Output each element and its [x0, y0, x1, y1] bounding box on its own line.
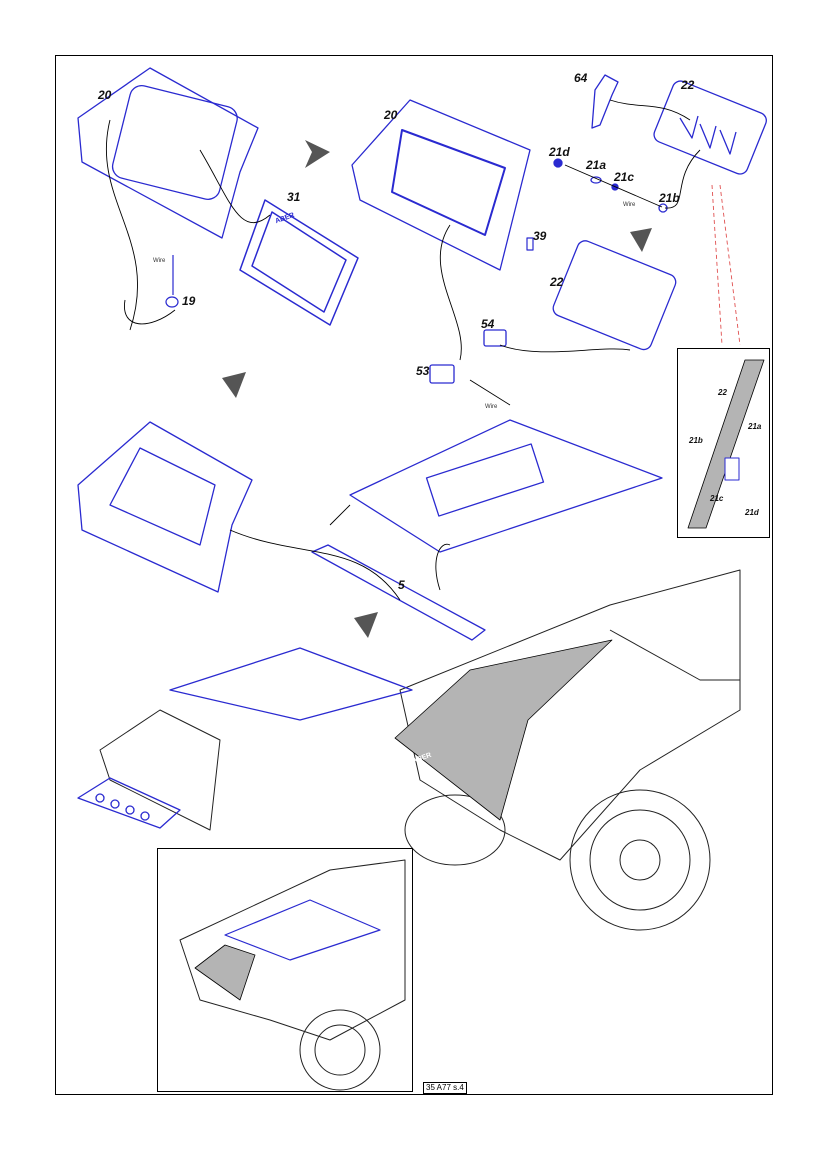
label-part-53: 53 — [416, 364, 430, 378]
detail-label-21b: 21b — [689, 436, 703, 445]
label-part-21b: 21b — [659, 191, 680, 205]
inset-deck — [224, 899, 381, 961]
label-part-5: 5 — [398, 578, 405, 592]
part-31-window — [239, 199, 359, 326]
sheet-code: 35 A77 s.4 — [423, 1082, 467, 1094]
arrow-down-left-icon — [222, 372, 246, 398]
part-20-step2 — [351, 99, 531, 271]
page-frame — [55, 55, 773, 1095]
rear-deck-panel — [349, 419, 663, 553]
arrow-right-icon — [305, 140, 330, 168]
part-5-strip — [311, 544, 486, 641]
inset-vehicle — [179, 859, 406, 1091]
part-53-54-hinges — [429, 329, 507, 384]
part-22-cover — [653, 80, 767, 175]
label-part-22b: 22 — [550, 275, 564, 289]
arrow-down-left-icon-2 — [354, 612, 378, 638]
label-part-20-step2: 20 — [384, 108, 398, 122]
label-part-19: 19 — [182, 294, 196, 308]
label-part-39: 39 — [533, 229, 547, 243]
leader-lines-step2 — [439, 224, 631, 406]
parts-21-pins — [553, 158, 668, 213]
detail-label-22: 22 — [718, 388, 727, 397]
compartment-shading — [394, 639, 613, 821]
detail-cover-section — [687, 359, 765, 529]
inset-compartment-shading — [194, 944, 256, 1001]
detail-label-21d: 21d — [745, 508, 759, 517]
label-part-20: 20 — [98, 88, 112, 102]
detail-inset-box — [677, 348, 770, 538]
part-39-latch — [526, 237, 534, 251]
label-part-21c: 21c — [614, 170, 635, 184]
label-part-21d: 21d — [549, 145, 570, 159]
part-20-step1 — [77, 67, 259, 239]
vehicle-hull — [399, 569, 741, 931]
leader-lines-step4 — [229, 504, 451, 601]
part-19-bolt — [165, 255, 179, 308]
assembled-rear — [77, 647, 413, 831]
label-wire-step3: Wire — [623, 202, 636, 208]
label-part-22: 22 — [681, 78, 695, 92]
label-part-31: 31 — [287, 190, 301, 204]
leader-lines-step3 — [564, 99, 701, 209]
label-wire: Wire — [153, 258, 166, 264]
detail-label-21c: 21c — [710, 494, 724, 503]
label-wire-step2: Wire — [485, 404, 498, 410]
final-view-inset-box — [157, 848, 413, 1092]
label-part-21a: 21a — [586, 158, 607, 172]
arrow-down-left-icon-3 — [630, 228, 652, 252]
detail-guide-lines — [711, 184, 741, 346]
label-part-64: 64 — [574, 71, 588, 85]
part-22-cover-b — [552, 240, 677, 351]
label-part-54: 54 — [481, 317, 495, 331]
leader-lines-step1 — [105, 119, 271, 331]
detail-hinge — [724, 457, 740, 481]
part-64-grip — [591, 74, 619, 129]
part-20-assembled — [77, 421, 253, 593]
detail-label-21a: 21a — [748, 422, 762, 431]
